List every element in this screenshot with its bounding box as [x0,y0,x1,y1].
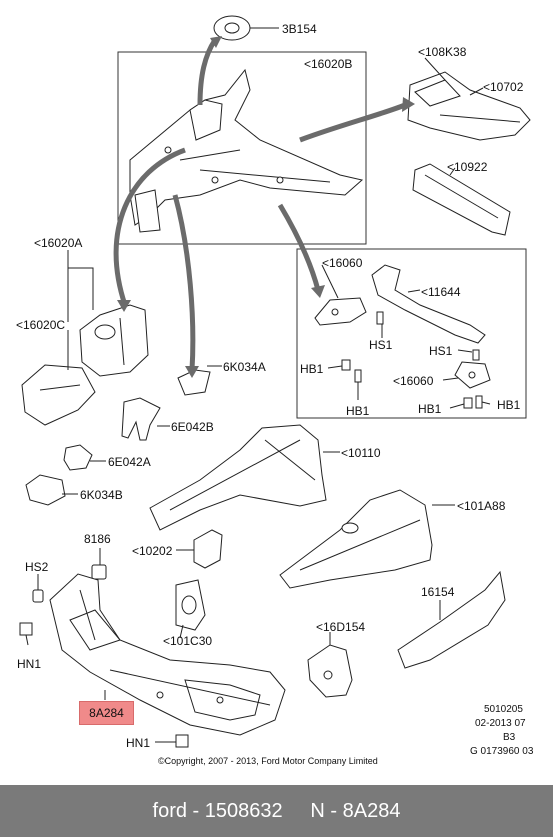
label-HN1-a: HN1 [17,657,42,671]
part-16060-upper [314,297,367,326]
part-6K034B [25,474,66,506]
leader-lines [25,27,491,743]
label-10922: <10922 [447,160,488,174]
part-101A88 [279,489,433,589]
info-line-3: B3 [503,732,516,743]
label-10202: <10202 [132,544,173,558]
label-11644: <11644 [421,285,461,299]
part-10702 [407,71,531,141]
info-line-2: 02-2013 07 [475,718,526,729]
part-16D154 [307,644,353,698]
assembly-arrows [113,38,406,371]
part-16020B [129,68,364,233]
label-HS1-a: HS1 [369,338,393,352]
parts-diagram [19,15,531,748]
label-HN1-b: HN1 [126,736,151,750]
label-108K38: <108K38 [418,45,467,59]
arrow-heads [117,36,415,378]
label-6E042A: 6E042A [108,455,151,469]
part-16060-lower [454,361,491,389]
part-16020C [21,364,96,426]
info-line-4: G 0173960 03 [470,746,534,757]
part-6E042A [63,444,93,471]
label-10110: <10110 [341,446,381,460]
part-10110 [149,424,327,531]
label-16060-top: <16060 [322,256,363,270]
label-HS1-b: HS1 [429,344,453,358]
label-8186: 8186 [84,532,111,546]
label-HB1-b: HB1 [346,404,370,418]
part-10202 [193,529,223,569]
label-6E042B: 6E042B [171,420,214,434]
part-16154 [397,570,506,669]
label-HB1-c: HB1 [418,402,442,416]
info-line-1: 5010205 [484,704,523,715]
label-10702: <10702 [483,80,524,94]
part-HS2 [32,589,44,603]
copyright-text: ©Copyright, 2007 - 2013, Ford Motor Comp… [158,756,378,766]
label-101A88: <101A88 [457,499,506,513]
label-HS2: HS2 [25,560,49,574]
label-6K034A: 6K034A [223,360,266,374]
label-HB1-d: HB1 [497,398,521,412]
label-16154: 16154 [421,585,455,599]
label-16D154: <16D154 [316,620,366,634]
footer-bar: ford - 1508632 N - 8A284 [0,785,553,837]
label-16020A: <16020A [34,236,83,250]
part-10922 [412,163,511,236]
part-8186 [91,564,107,580]
label-101C30: <101C30 [163,634,213,648]
label-3B154: 3B154 [282,22,317,36]
part-6E042B [121,397,161,441]
part-3B154 [213,15,251,41]
part-HN1-bottom [175,734,189,748]
label-16060-mid: <16060 [393,374,434,388]
part-8A284 [49,573,286,736]
label-16020C: <16020C [16,318,66,332]
frame-16060 [296,248,527,419]
label-16020B: <16020B [304,57,353,71]
part-101C30 [175,579,206,631]
part-16020A [79,304,149,377]
label-8A284-highlighted[interactable]: 8A284 [79,701,134,725]
part-HN1-left [19,622,33,636]
bolts-frame-16060 [341,311,483,409]
label-6K034B: 6K034B [80,488,123,502]
part-11644 [371,264,486,344]
footer-text: ford - 1508632 N - 8A284 [152,800,401,822]
frame-16020B [117,51,367,245]
label-HB1-a: HB1 [300,362,324,376]
